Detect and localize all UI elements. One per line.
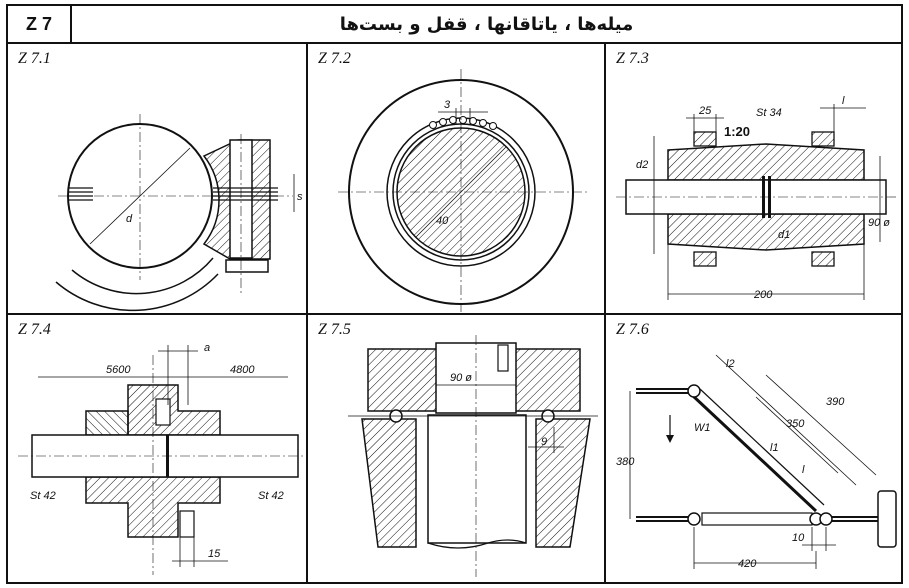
dim-380: 380	[616, 456, 635, 468]
taper-ratio: 1:20	[724, 124, 750, 139]
shaft-clamp-figure: d s	[55, 114, 303, 312]
panel-label: Z 7.3	[616, 50, 649, 67]
linkage-figure: 380 W1 l2 390 350 l1 l 10 420	[616, 354, 897, 570]
dim-d2: d2	[636, 159, 648, 171]
dim-s: s	[297, 191, 303, 203]
load-w1: W1	[694, 422, 711, 434]
dim-90: 90 ø	[868, 217, 890, 229]
panel-label: Z 7.4	[18, 321, 51, 338]
sheet-header: Z 7 میله‌ها ، یاتاقانها ، قفل و بست‌ها	[8, 6, 901, 44]
dim-390: 390	[826, 396, 845, 408]
dim-l2: l2	[726, 358, 735, 370]
dim-d1: d1	[778, 229, 790, 241]
dim-3: 3	[444, 99, 451, 111]
dim-350: 350	[786, 418, 805, 430]
dim-420: 420	[738, 558, 757, 570]
dim-a: a	[204, 342, 210, 354]
dim-10: 10	[792, 532, 805, 544]
drawing-sheet: Z 7 میله‌ها ، یاتاقانها ، قفل و بست‌ها Z…	[6, 4, 903, 584]
dim-l: l	[802, 464, 805, 476]
panel-z7-3: Z 7.3 25 St 34 l 1:20	[606, 44, 901, 315]
material-st42-left: St 42	[30, 490, 56, 502]
panel-z7-2: Z 7.2 3 40	[308, 44, 606, 315]
panel-z7-6: Z 7.6 380 W1 l2 390 350	[606, 315, 901, 582]
sheet-code: Z 7	[8, 6, 72, 42]
shaft-bore-figure: 90 ø 9	[348, 335, 598, 577]
dim-l1: l1	[770, 442, 779, 454]
dim-5600: 5600	[106, 364, 131, 376]
sheet-title: میله‌ها ، یاتاقانها ، قفل و بست‌ها	[339, 13, 634, 35]
dim-4800: 4800	[230, 364, 255, 376]
material-st34: St 34	[756, 107, 782, 119]
tapered-sleeve-figure: 25 St 34 l 1:20 d2 d1 90 ø 200	[616, 95, 896, 301]
panel-label: Z 7.2	[318, 50, 351, 67]
panel-z7-4: Z 7.4 a 5600 4800	[8, 315, 308, 582]
panel-label: Z 7.5	[318, 321, 351, 338]
dim-25: 25	[698, 105, 712, 117]
dim-d: d	[126, 213, 133, 225]
dim-200: 200	[753, 289, 773, 301]
panel-z7-1: Z 7.1 d	[8, 44, 308, 315]
dim-40: 40	[436, 215, 449, 227]
dim-15: 15	[208, 548, 221, 560]
dim-90: 90 ø	[450, 372, 472, 384]
material-st42-right: St 42	[258, 490, 284, 502]
panel-z7-5: Z 7.5 90 ø 9	[308, 315, 606, 582]
dim-9: 9	[541, 436, 547, 448]
panel-label: Z 7.1	[18, 50, 51, 67]
bearing-ring-figure: 3 40	[338, 69, 588, 312]
dim-l: l	[842, 95, 845, 107]
flange-coupling-figure: a 5600 4800 St 42 St 42 15	[18, 342, 303, 575]
panel-label: Z 7.6	[616, 321, 649, 338]
